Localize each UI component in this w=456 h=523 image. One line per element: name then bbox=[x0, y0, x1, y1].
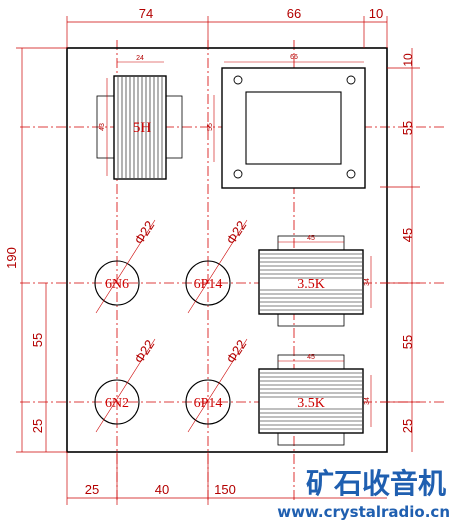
dim-left-55: 55 bbox=[30, 333, 45, 347]
dim-left-25: 25 bbox=[30, 419, 45, 433]
output-transformer-lower bbox=[258, 354, 372, 446]
dim-right-55b: 55 bbox=[400, 335, 415, 349]
dim-output-upper-34: 34 bbox=[364, 278, 371, 286]
dim-left-190: 190 bbox=[4, 247, 19, 269]
dimension-lines bbox=[16, 16, 420, 505]
dim-output-upper-45: 45 bbox=[307, 235, 315, 242]
label-choke: 5H bbox=[133, 120, 152, 136]
output-transformer-upper bbox=[258, 235, 372, 327]
label-tube-6p14-upper: 6P14 bbox=[194, 277, 223, 292]
label-tube-6p14-lower: 6P14 bbox=[194, 396, 223, 411]
watermark-url: www.crystalradio.cn bbox=[277, 503, 450, 521]
socket-dia-leaders bbox=[95, 219, 248, 433]
dim-output-lower-45: 45 bbox=[307, 354, 315, 361]
label-output-lower: 3.5K bbox=[297, 396, 325, 411]
dim-right-10: 10 bbox=[401, 53, 415, 67]
label-output-upper: 3.5K bbox=[297, 277, 325, 292]
dim-window-55: 55 bbox=[207, 123, 214, 131]
dim-bottom-40: 40 bbox=[155, 482, 169, 497]
dim-right-55a: 55 bbox=[400, 121, 415, 135]
dim-output-lower-34: 34 bbox=[364, 397, 371, 405]
tube-sockets bbox=[94, 260, 231, 425]
power-transformer bbox=[213, 61, 366, 189]
watermark-title: 矿石收音机 bbox=[306, 467, 446, 500]
dim-top-74: 74 bbox=[139, 6, 153, 21]
label-tube-6n2: 6N2 bbox=[105, 396, 129, 411]
dim-bottom-150: 150 bbox=[214, 482, 236, 497]
choke-5h bbox=[96, 61, 183, 180]
dim-choke-43: 43 bbox=[99, 123, 106, 131]
dim-top-10: 10 bbox=[369, 6, 383, 21]
dim-bottom-25: 25 bbox=[85, 482, 99, 497]
dim-choke-24: 24 bbox=[136, 55, 144, 62]
dim-right-45: 45 bbox=[400, 228, 415, 242]
dim-top-66: 66 bbox=[287, 6, 301, 21]
dim-transformer-66: 66 bbox=[290, 54, 298, 61]
chassis-outline bbox=[66, 47, 388, 453]
label-tube-6n6: 6N6 bbox=[105, 277, 129, 292]
dim-right-25: 25 bbox=[400, 419, 415, 433]
